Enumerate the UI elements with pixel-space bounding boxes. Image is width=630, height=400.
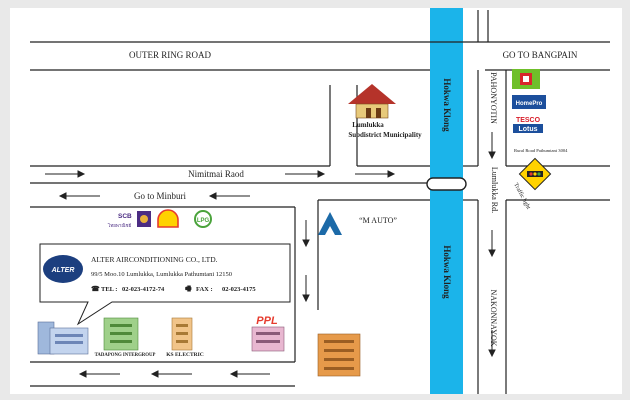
svg-text:PPL: PPL bbox=[256, 315, 278, 327]
go-to-bangpain-label: GO TO BANGPAIN bbox=[503, 50, 578, 60]
svg-text:ALTER: ALTER bbox=[51, 267, 75, 274]
m-auto-label: “M AUTO” bbox=[359, 216, 397, 225]
municipality-label-2: Subdistrict Municipality bbox=[348, 131, 422, 139]
scb-logo: SCB ไทยพาณิชย์ bbox=[107, 211, 151, 228]
rural-road-label: Rural Road Pathumtani 3004 bbox=[514, 148, 568, 153]
nakornayok-label: NAKONNAYOK bbox=[489, 289, 498, 346]
lumlukka-rd-label: Lumlukka Rd. bbox=[490, 167, 499, 213]
lpg-logo: LPG bbox=[194, 210, 212, 228]
canal-label-top: Hokwa Klong bbox=[442, 78, 452, 132]
alter-building-icon bbox=[37, 321, 89, 355]
homepro-logo-top bbox=[512, 69, 540, 89]
traffic-arrows bbox=[45, 132, 496, 378]
m-auto-icon bbox=[318, 212, 342, 235]
svg-text:TESCO: TESCO bbox=[516, 117, 541, 124]
svg-text:ไทยพาณิชย์: ไทยพาณิชย์ bbox=[107, 222, 132, 228]
phahonyotin-label: PAHONYOTIN bbox=[489, 72, 498, 124]
go-to-minburi-label: Go to Minburi bbox=[134, 191, 187, 201]
road-network bbox=[30, 10, 610, 394]
nimitmai-road-label: Nimitmai Raod bbox=[188, 169, 244, 179]
tadapong-building-icon bbox=[103, 317, 139, 351]
tesco-lotus-logo: TESCO Lotus bbox=[513, 117, 543, 133]
ks-electric-label: KS ELECTRIC bbox=[166, 352, 203, 358]
outer-ring-road-label: OUTER RING ROAD bbox=[129, 50, 211, 60]
svg-text:LPG: LPG bbox=[197, 218, 210, 224]
fax-number: 02-023-4175 bbox=[222, 286, 256, 293]
svg-text:Lotus: Lotus bbox=[518, 126, 537, 133]
fax-icon: 🖷 bbox=[185, 285, 192, 293]
phone-icon: ☎ bbox=[91, 285, 100, 293]
temple-icon bbox=[348, 84, 396, 119]
company-info-box bbox=[39, 243, 291, 326]
bridge bbox=[426, 177, 467, 191]
company-address: 99/5 Moo.10 Lumlukka, Lumlukka Pathumtan… bbox=[91, 271, 232, 278]
alter-logo: ALTER bbox=[43, 255, 83, 283]
svg-text:SCB: SCB bbox=[118, 213, 132, 220]
ppl-building-icon: PPL bbox=[251, 315, 285, 352]
homepro-logo: HomePro bbox=[512, 95, 546, 109]
svg-text:HomePro: HomePro bbox=[516, 101, 543, 107]
traffic-light-icon bbox=[518, 157, 552, 191]
canal bbox=[430, 8, 463, 394]
map-panel bbox=[10, 8, 622, 394]
municipality-label-1: Lumlukka bbox=[352, 121, 384, 129]
canal-label-bottom: Hokwa Klong bbox=[442, 245, 452, 299]
apartment-building-icon bbox=[317, 333, 361, 377]
tadapong-label: TADAPONG INTERGROUP bbox=[95, 353, 156, 358]
tel-label: TEL : bbox=[101, 286, 117, 293]
company-name: ALTER AIRCONDITIONING CO., LTD. bbox=[91, 255, 218, 264]
tel-number: 02-023-4172-74 bbox=[122, 286, 165, 293]
fax-label: FAX : bbox=[196, 286, 213, 293]
ks-electric-building-icon bbox=[171, 317, 193, 351]
shell-logo bbox=[157, 209, 179, 228]
